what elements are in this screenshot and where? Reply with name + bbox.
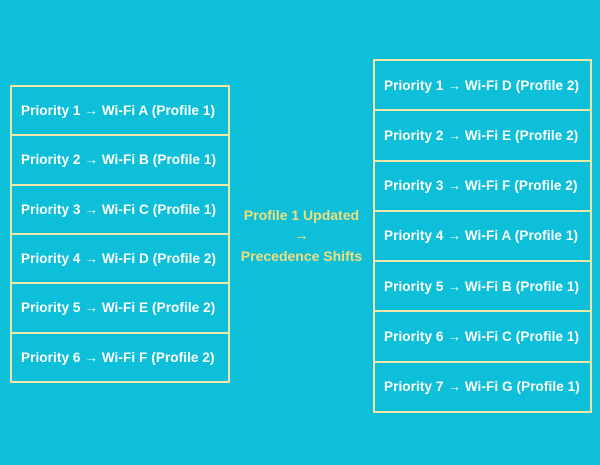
priority-table-before: Priority 1 → Wi-Fi A (Profile 1)Priority… — [10, 85, 230, 383]
transition-label-line1: Profile 1 Updated — [243, 207, 360, 223]
table-row: Priority 1 → Wi-Fi D (Profile 2) — [375, 61, 590, 112]
transition-label-line2: Precedence Shifts — [240, 248, 363, 265]
table-row: Priority 3 → Wi-Fi C (Profile 1) — [12, 186, 228, 235]
table-row: Priority 1 → Wi-Fi A (Profile 1) — [12, 87, 228, 137]
transition-label: Profile 1 Updated → Precedence Shifts — [230, 205, 373, 267]
table-row: Priority 4 → Wi-Fi A (Profile 1) — [375, 212, 590, 263]
table-row: Priority 4 → Wi-Fi D (Profile 2) — [12, 235, 228, 285]
table-row: Priority 6 → Wi-Fi C (Profile 1) — [375, 312, 590, 363]
table-row: Priority 2 → Wi-Fi B (Profile 1) — [12, 136, 228, 186]
priority-table-after: Priority 1 → Wi-Fi D (Profile 2)Priority… — [373, 59, 592, 413]
table-row: Priority 3 → Wi-Fi F (Profile 2) — [375, 162, 590, 212]
table-row: Priority 5 → Wi-Fi E (Profile 2) — [12, 284, 228, 334]
down-transition-arrow-icon: → — [294, 227, 309, 245]
table-row: Priority 6 → Wi-Fi F (Profile 2) — [21, 349, 215, 365]
table-row: Priority 5 → Wi-Fi B (Profile 1) — [375, 262, 590, 313]
table-row: Priority 7 → Wi-Fi G (Profile 1) — [384, 379, 580, 395]
table-row: Priority 2 → Wi-Fi E (Profile 2) — [375, 111, 590, 162]
